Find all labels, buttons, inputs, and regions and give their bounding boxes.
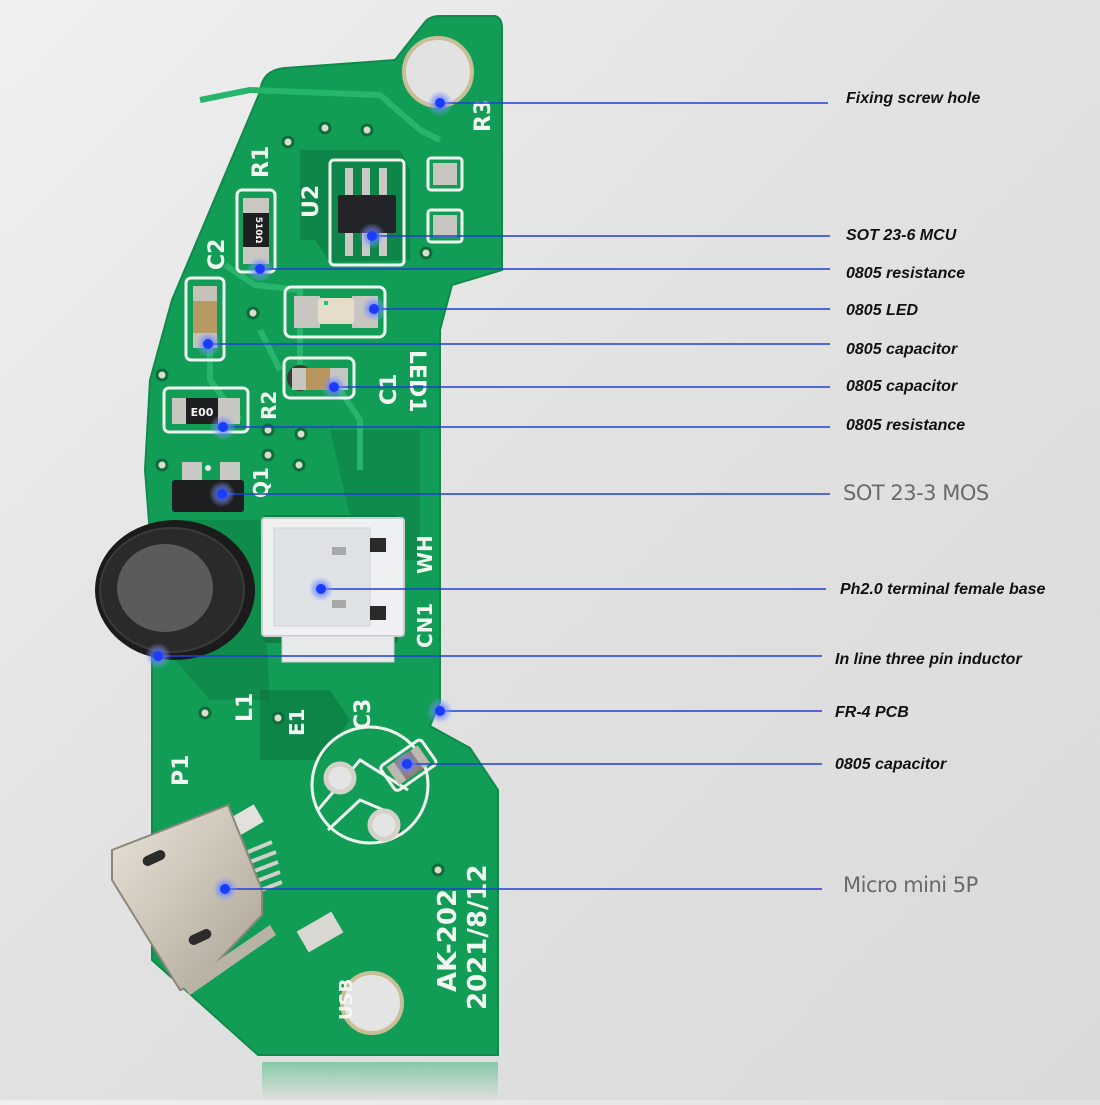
silk-usb: USB [336, 979, 357, 1020]
callout-label-capacitor-c2: 0805 capacitor [846, 341, 958, 358]
silk-r2: R2 [257, 391, 281, 420]
callout-leaders [145, 90, 830, 902]
callout-label-sot23-6-mcu: SOT 23-6 MCU [846, 227, 957, 244]
leader-dot-sot23-6-mcu [367, 231, 377, 241]
silk-l1: L1 [233, 693, 258, 722]
e1-holes [323, 761, 401, 842]
silk-q1: Q1 [249, 467, 273, 498]
leader-dot-led [369, 304, 379, 314]
leader-dot-resistance-r1 [255, 264, 265, 274]
resistor-code-1: 510Ω [253, 217, 263, 244]
silk-model: AK-202 [433, 889, 463, 992]
cn1-ph2-terminal [261, 515, 405, 663]
screw-hole-bottom [340, 971, 404, 1035]
silk-led1: LED1 [404, 350, 429, 413]
callout-label-capacitor-c3: 0805 capacitor [835, 756, 947, 773]
copper-pour [260, 690, 350, 760]
silk-u2: U2 [299, 185, 324, 218]
leader-dot-inductor [153, 651, 163, 661]
callout-label-micro-usb: Micro mini 5P [843, 873, 978, 897]
callout-label-led: 0805 LED [846, 302, 919, 319]
micro-usb-connector [111, 803, 344, 995]
silk-wh: WH [413, 535, 437, 574]
silk-c1: C1 [377, 374, 402, 405]
silk-c3: C3 [351, 699, 376, 730]
silk-p1: P1 [169, 755, 194, 786]
leader-dot-ph2-terminal [316, 584, 326, 594]
leader-dot-capacitor-c3 [402, 759, 412, 769]
callout-label-resistance-r2: 0805 resistance [846, 417, 966, 434]
silk-date: 2021/8/12 [463, 864, 493, 1010]
r3-pads [426, 156, 464, 244]
copper-traces [199, 87, 442, 470]
callout-label-ph2-terminal: Ph2.0 terminal female base [840, 581, 1046, 598]
leader-dot-sot23-3-mos [217, 489, 227, 499]
leader-dot-capacitor-c2 [203, 339, 213, 349]
vias [155, 121, 445, 877]
callout-label-inductor: In line three pin inductor [835, 651, 1022, 668]
silk-c2: C2 [205, 239, 230, 270]
silk-r3: R3 [471, 100, 496, 132]
callout-label-capacitor-c1: 0805 capacitor [846, 378, 958, 395]
silk-r1: R1 [249, 146, 274, 178]
callout-label-resistance-r1: 0805 resistance [846, 265, 966, 282]
silk-cn1: CN1 [413, 603, 437, 648]
leader-dot-fixing-screw-hole [435, 98, 445, 108]
leader-dot-micro-usb [220, 884, 230, 894]
silk-e1: E1 [285, 708, 309, 736]
callout-label-fixing-screw-hole: Fixing screw hole [846, 90, 981, 107]
callout-label-fr4-pcb: FR-4 PCB [835, 704, 909, 721]
q1-sot23-3-mos [172, 462, 244, 512]
r1-resistor: 510Ω [235, 188, 277, 274]
resistor-code-2: E00 [191, 406, 214, 419]
r2-resistor: E00 [162, 386, 250, 434]
l1-inductor [95, 520, 255, 660]
e1-pad-circle [310, 725, 430, 845]
leader-dot-capacitor-c1 [329, 382, 339, 392]
leader-dot-fr4-pcb [435, 706, 445, 716]
c1-capacitor [282, 356, 356, 400]
board-reflection [262, 1062, 498, 1100]
leader-dot-resistance-r2 [218, 422, 228, 432]
callout-label-sot23-3-mos: SOT 23-3 MOS [843, 481, 989, 505]
